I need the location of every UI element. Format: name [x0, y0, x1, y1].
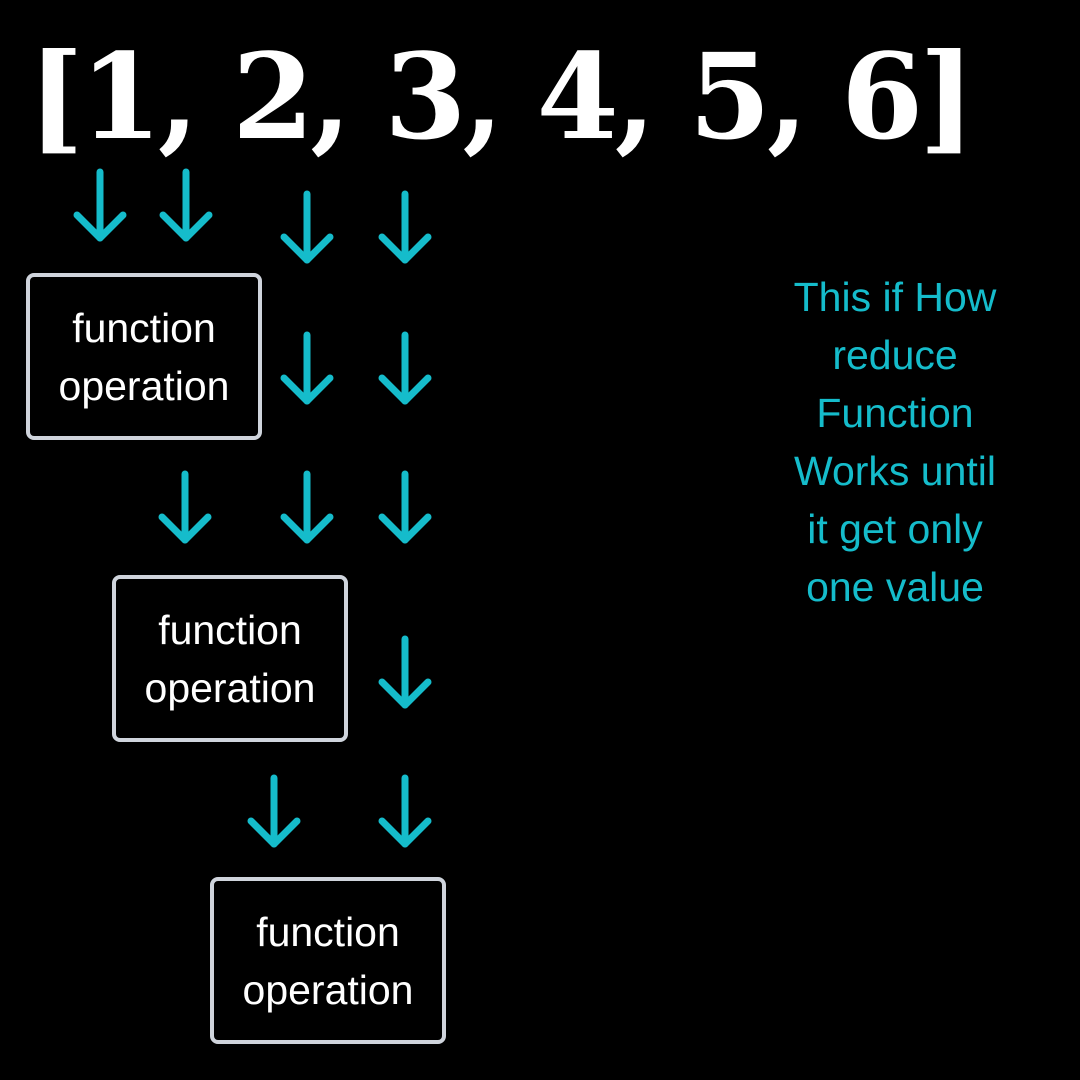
arrow-down-icon — [277, 331, 337, 411]
function-box-line: function — [256, 908, 400, 955]
note-line: one value — [806, 564, 984, 610]
function-box-3: function operation — [210, 877, 446, 1044]
arrow-down-icon — [156, 168, 216, 248]
function-box-line: operation — [242, 966, 414, 1013]
note-line: This if How — [793, 274, 997, 320]
function-box-line: operation — [58, 362, 230, 409]
function-box-line: function — [72, 304, 216, 351]
array-title: [1, 2, 3, 4, 5, 6] — [28, 27, 975, 166]
arrow-down-icon — [277, 190, 337, 270]
note-line: Works until — [793, 448, 997, 494]
note-line: Function — [816, 390, 974, 436]
function-box-1: function operation — [26, 273, 262, 440]
arrow-down-icon — [155, 470, 215, 550]
note-line: reduce — [832, 332, 958, 378]
arrow-down-icon — [70, 168, 130, 248]
function-box-2: function operation — [112, 575, 348, 742]
arrow-down-icon — [375, 190, 435, 270]
arrow-down-icon — [375, 331, 435, 411]
function-box-line: operation — [144, 664, 316, 711]
arrow-down-icon — [244, 774, 304, 854]
arrow-down-icon — [375, 470, 435, 550]
explanation-note: This if How reduce Function Works until … — [760, 268, 1030, 616]
function-box-line: function — [158, 606, 302, 653]
arrow-down-icon — [277, 470, 337, 550]
note-line: it get only — [807, 506, 983, 552]
arrow-down-icon — [375, 635, 435, 715]
arrow-down-icon — [375, 774, 435, 854]
